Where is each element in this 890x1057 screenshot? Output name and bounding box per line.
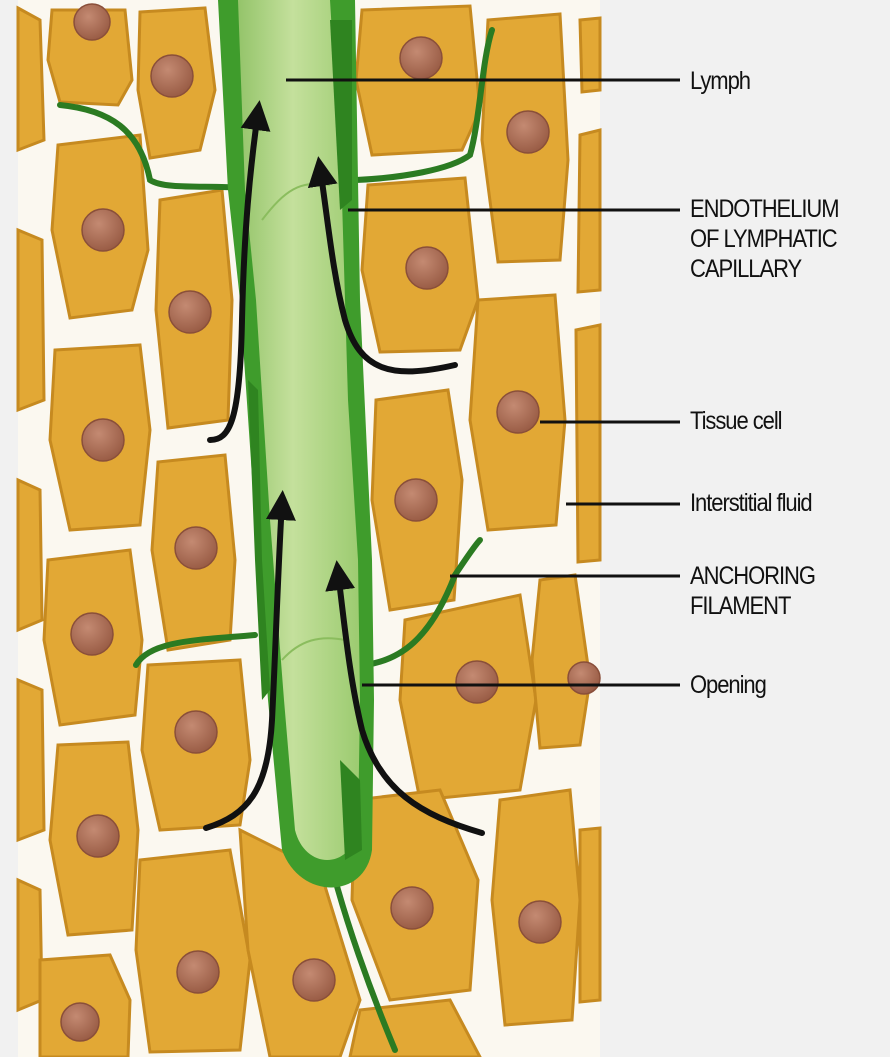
label-endothelium-line1: ENDOTHELIUM bbox=[690, 194, 839, 224]
nucleus bbox=[175, 527, 217, 569]
tissue-cell bbox=[18, 480, 42, 630]
label-anchoring-filament: ANCHORING FILAMENT bbox=[690, 561, 815, 621]
tissue-cell bbox=[576, 325, 600, 562]
nucleus bbox=[391, 887, 433, 929]
nucleus bbox=[406, 247, 448, 289]
nucleus bbox=[568, 662, 600, 694]
tissue-cell bbox=[580, 828, 600, 1002]
label-endothelium: ENDOTHELIUM OF LYMPHATIC CAPILLARY bbox=[690, 194, 839, 284]
nucleus bbox=[177, 951, 219, 993]
label-anchoring-line2: FILAMENT bbox=[690, 591, 815, 621]
label-endothelium-line3: CAPILLARY bbox=[690, 254, 839, 284]
label-opening: Opening bbox=[690, 670, 766, 700]
tissue-cell bbox=[18, 880, 42, 1010]
tissue-cell bbox=[18, 230, 44, 410]
nucleus bbox=[456, 661, 498, 703]
nucleus bbox=[77, 815, 119, 857]
nucleus bbox=[395, 479, 437, 521]
label-anchoring-line1: ANCHORING bbox=[690, 561, 815, 591]
nucleus bbox=[82, 209, 124, 251]
nucleus bbox=[71, 613, 113, 655]
nucleus bbox=[82, 419, 124, 461]
label-lymph: Lymph bbox=[690, 66, 750, 96]
nucleus bbox=[497, 391, 539, 433]
nucleus bbox=[400, 37, 442, 79]
nucleus bbox=[293, 959, 335, 1001]
label-endothelium-line2: OF LYMPHATIC bbox=[690, 224, 839, 254]
nucleus bbox=[151, 55, 193, 97]
nucleus bbox=[61, 1003, 99, 1041]
tissue-cell bbox=[18, 680, 44, 840]
label-tissue-cell: Tissue cell bbox=[690, 406, 781, 436]
nucleus bbox=[519, 901, 561, 943]
label-interstitial-fluid: Interstitial fluid bbox=[690, 488, 812, 518]
nucleus bbox=[169, 291, 211, 333]
nucleus bbox=[507, 111, 549, 153]
tissue-cell bbox=[18, 8, 44, 150]
nucleus bbox=[175, 711, 217, 753]
nucleus bbox=[74, 4, 110, 40]
